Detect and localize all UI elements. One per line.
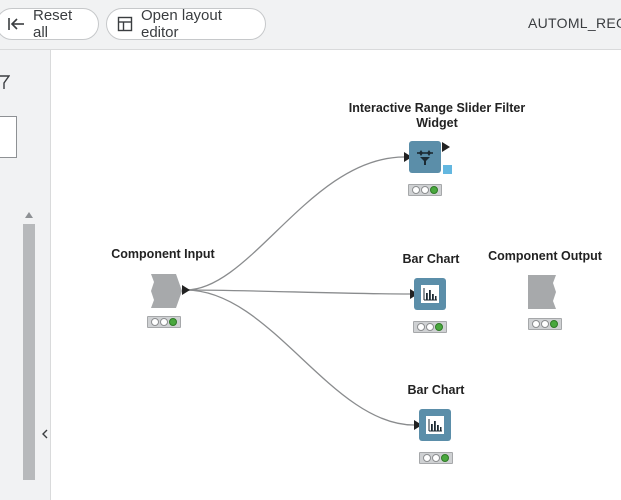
node-status: [408, 184, 442, 196]
node-status: [419, 452, 453, 464]
connection-input-to-barchart-2: [185, 289, 415, 426]
search-input[interactable]: [0, 116, 17, 158]
component-input-output-port[interactable]: [182, 285, 190, 295]
scroll-up-icon[interactable]: [24, 210, 34, 220]
bar-chart-icon[interactable]: [414, 278, 446, 310]
connection-input-to-barchart-1: [185, 289, 411, 295]
reset-all-label: Reset all: [33, 7, 73, 41]
node-status: [528, 318, 562, 330]
connections: [185, 156, 415, 426]
workflow-name: AUTOML_REGR: [528, 15, 621, 31]
panel-collapse-strip[interactable]: [39, 50, 51, 500]
output-port-triangle[interactable]: [442, 142, 450, 152]
node-label-component-input: Component Input: [111, 247, 215, 261]
output-port-table[interactable]: [443, 165, 452, 174]
node-label-component-output: Component Output: [488, 249, 602, 263]
range-slider-filter-icon[interactable]: [409, 141, 441, 173]
input-port[interactable]: [404, 152, 412, 162]
bar-chart-icon[interactable]: [419, 409, 451, 441]
node-status: [147, 316, 181, 328]
reset-arrow-icon: [8, 18, 24, 30]
node-status: [413, 321, 447, 333]
chevron-left-icon[interactable]: [41, 428, 49, 440]
connection-input-to-slider: [185, 156, 405, 291]
reset-all-button[interactable]: Reset all: [0, 7, 99, 41]
left-panel: [0, 50, 40, 500]
component-output-icon[interactable]: [528, 275, 562, 314]
node-label-bar-chart: Bar Chart: [407, 383, 465, 397]
scrollbar-thumb[interactable]: [23, 224, 35, 480]
node-label-range-slider: Interactive Range Slider Filter Widget: [348, 101, 526, 130]
filter-icon[interactable]: [0, 74, 10, 90]
toolbar: Reset all Open layout editor AUTOML_REGR: [0, 0, 621, 50]
workflow-canvas[interactable]: Interactive Range Slider Filter Widget C…: [51, 51, 621, 500]
open-layout-editor-button[interactable]: Open layout editor: [106, 7, 266, 41]
layout-icon: [117, 16, 133, 32]
component-input-icon[interactable]: [148, 274, 182, 313]
node-label-bar-chart: Bar Chart: [402, 252, 460, 266]
input-port[interactable]: [414, 420, 422, 430]
open-layout-editor-label: Open layout editor: [141, 7, 222, 41]
